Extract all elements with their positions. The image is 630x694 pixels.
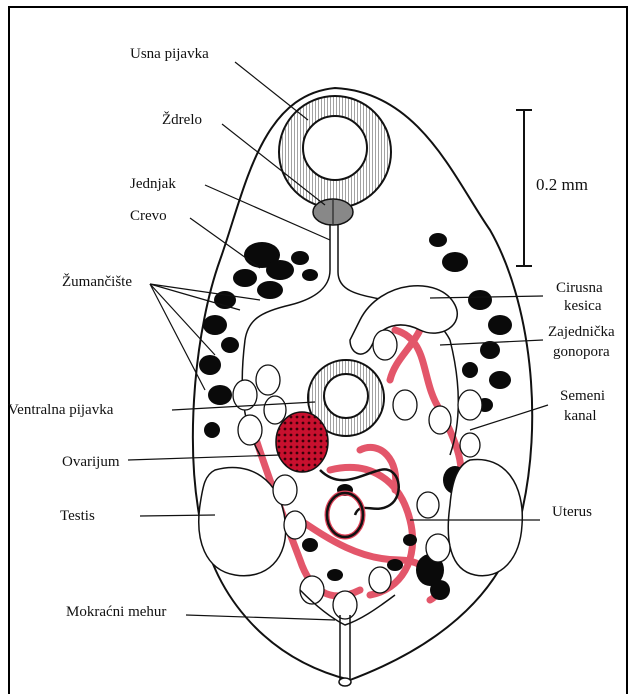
label-cirrus-1: Cirusna	[556, 280, 603, 296]
label-scale: 0.2 mm	[536, 175, 588, 194]
label-gonopore-1: Zajednička	[548, 324, 615, 340]
label-intestine: Crevo	[130, 208, 167, 224]
label-esophagus: Jednjak	[130, 176, 176, 192]
oral-sucker-inner	[303, 116, 367, 180]
label-pharynx: Ždrelo	[162, 111, 202, 128]
label-oral-sucker: Usna pijavka	[130, 46, 209, 62]
label-uterus: Uterus	[552, 504, 592, 520]
label-ovary: Ovarijum	[62, 454, 120, 470]
label-gonopore-2: gonopora	[553, 344, 610, 360]
label-seminal-2: kanal	[564, 408, 596, 424]
ventral-sucker-inner	[324, 374, 368, 418]
label-seminal-1: Semeni	[560, 388, 605, 404]
testis-right	[448, 459, 522, 575]
label-bladder: Mokraćni mehur	[66, 604, 166, 620]
ovary-shape	[276, 412, 328, 472]
label-ventral-sucker: Ventralna pijavka	[8, 402, 114, 418]
label-vitellaria: Žumančište	[62, 273, 132, 290]
scale-bar	[516, 110, 532, 266]
label-testis: Testis	[60, 508, 95, 524]
label-cirrus-2: kesica	[564, 298, 602, 314]
